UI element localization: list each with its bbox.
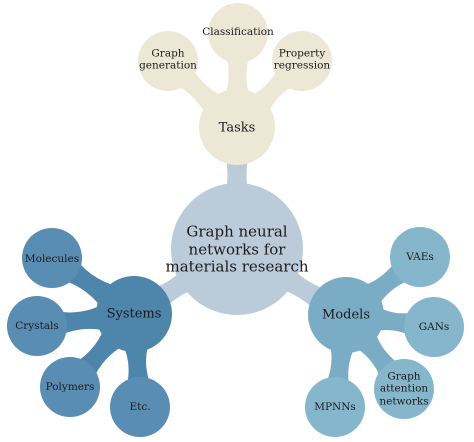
model-gat-label: Graph attention networks [379,370,429,408]
system-crystals-label: Crystals [15,319,59,332]
model-mpnns-node [305,377,365,437]
task-graph-generation-label: Graph generation [139,47,197,72]
task-property-regression-label: Property regression [273,47,331,72]
task-classification-node [208,3,268,63]
system-etc-label: Etc. [129,400,151,413]
model-vaes-label: VAEs [406,250,434,263]
models-node [308,277,384,353]
system-molecules-node [22,228,82,288]
model-gans-label: GANs [418,320,450,333]
task-classification-label: Classification [202,25,274,38]
systems-label: Systems [106,306,162,322]
tasks-node [199,89,275,165]
center-node [171,183,303,315]
system-polymers-label: Polymers [45,380,95,393]
center-label: Graph neural networks for materials rese… [165,222,309,276]
model-gat-node [374,359,434,419]
tasks-label: Tasks [218,120,256,136]
system-crystals-node [7,296,67,356]
model-gans-node [404,297,464,357]
system-polymers-node [40,357,100,417]
model-vaes-node [390,227,450,287]
system-etc-node [110,377,170,437]
system-molecules-label: Molecules [24,252,80,265]
task-property-regression-node [272,31,332,91]
systems-node [96,276,172,352]
task-graph-generation-node [138,31,198,91]
model-mpnns-label: MPNNs [314,400,356,413]
models-label: Models [322,307,370,323]
